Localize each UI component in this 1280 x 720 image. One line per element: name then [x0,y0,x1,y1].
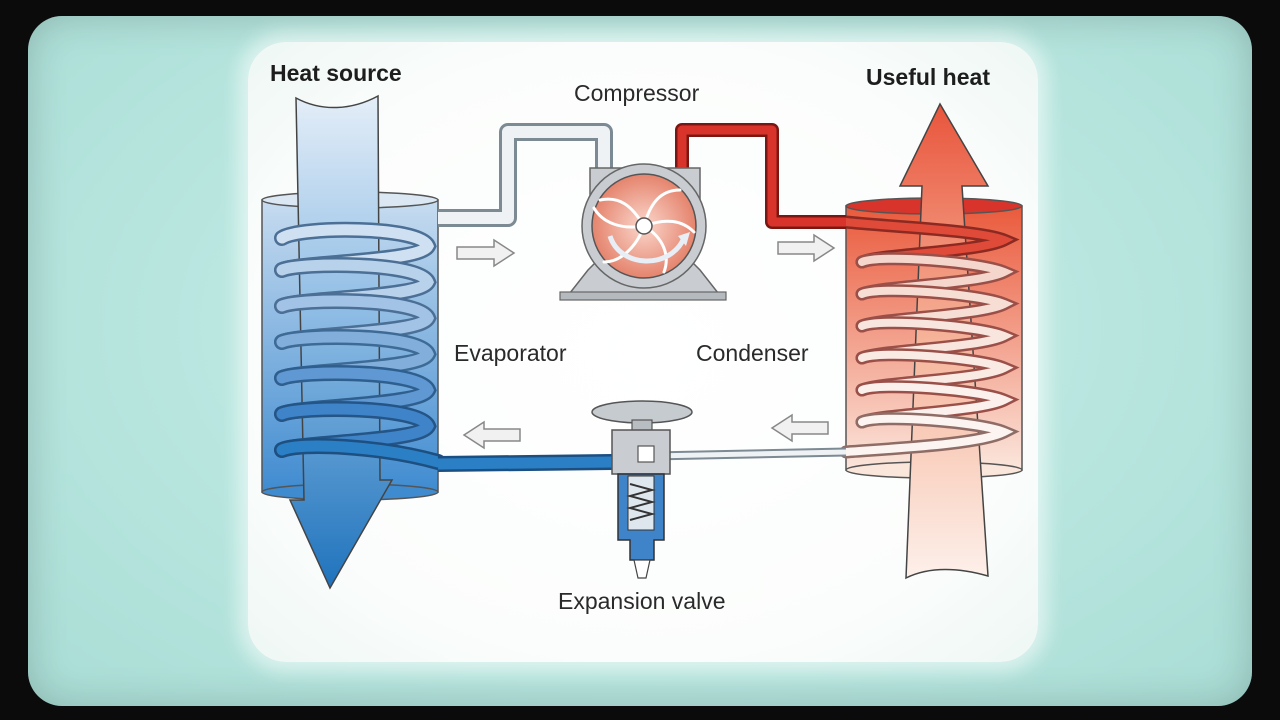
flow-arrow-right-1 [456,238,516,268]
low-pressure-vapor-pipe [438,123,613,227]
compressor-unit [559,163,727,301]
flow-arrow-right-2 [777,233,836,263]
evaporator-coil [274,221,446,470]
liquid-line-pipe [651,447,847,461]
flow-arrow-left-2 [770,413,829,443]
flow-arrow-left-1 [462,420,521,450]
cold-mix-pipe [437,454,613,472]
hot-gas-pipe [675,123,846,229]
compressor-label: Compressor [574,80,700,106]
expansion-valve-label: Expansion valve [558,588,726,614]
evaporator-label: Evaporator [454,340,567,366]
heat-source-label: Heat source [270,60,402,86]
expansion-valve-unit [591,400,693,579]
condenser-label: Condenser [696,340,809,366]
condenser-coil [839,215,1020,459]
useful-heat-label: Useful heat [866,64,990,90]
